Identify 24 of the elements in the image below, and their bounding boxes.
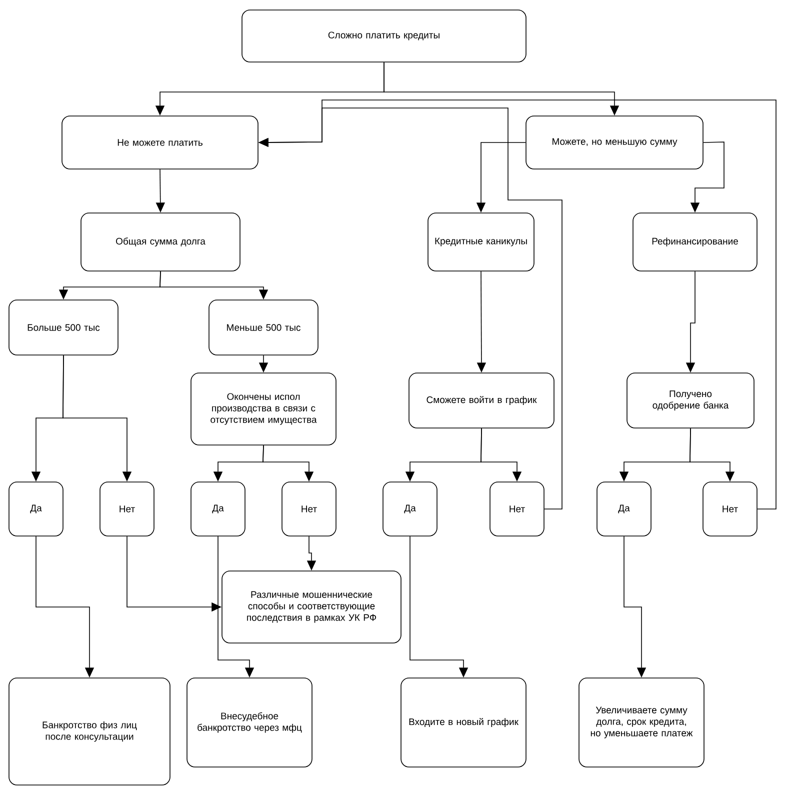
process-box: Больше 500 тыс [8,300,118,356]
process-box: Кредитные каникулы [428,212,534,272]
process-box: Окончены испол производства в связи с отсутствием имущества [190,372,336,446]
process-box: Можете, но меньшую сумму [526,116,704,170]
process-box: Да [596,482,652,536]
process-box: Внесудебное банкротство через мфц [186,678,312,768]
process-box: Сложно платить кредиты [242,10,526,62]
process-box: Да [190,482,246,536]
process-box: Да [8,482,64,536]
process-box: Да [382,482,438,536]
process-box: Сможете войти в график [408,372,554,428]
process-box: Нет [702,482,758,536]
process-box: Входите в новый график [400,678,526,768]
process-box: Различные мошеннические способы и соответствующие последствия в рамках УК РФ [222,570,402,644]
process-box: Банкротство физ лиц после консультации [8,678,170,786]
process-box: Общая сумма долга [80,212,240,272]
process-box: Нет [490,482,544,536]
process-box: Получено одобрение банка [626,372,754,428]
process-box: Рефинансирование [632,212,758,272]
process-box: Нет [100,482,154,536]
process-box: Увеличиваете сумму долга, срок кредита, но уменьшаете платеж [578,678,704,768]
process-box: Не можете платить [62,116,258,170]
process-box: Нет [282,482,336,536]
process-box: Меньше 500 тыс [208,300,318,356]
